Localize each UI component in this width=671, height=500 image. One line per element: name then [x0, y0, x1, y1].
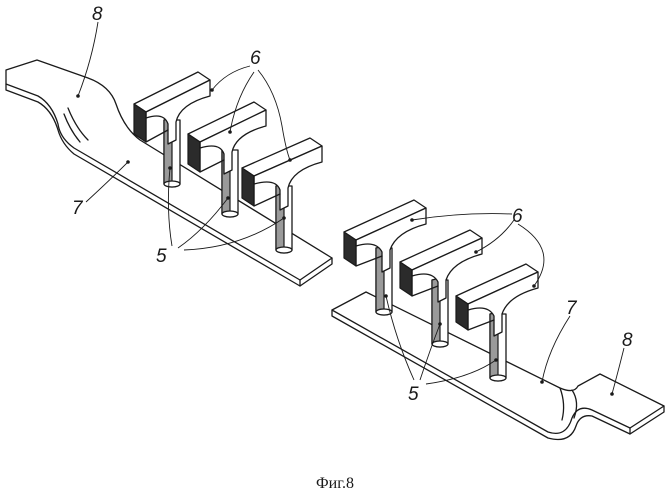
label-left-pins: 5 — [156, 246, 167, 267]
label-right-heads: 6 — [512, 206, 523, 227]
label-right-pins: 5 — [408, 384, 419, 405]
left-assembly — [6, 60, 332, 286]
label-left-strip: 7 — [72, 198, 84, 219]
left-head-3 — [242, 138, 322, 210]
label-right-strip: 7 — [566, 298, 578, 319]
label-left-bracket: 8 — [92, 4, 103, 25]
label-left-heads: 6 — [250, 48, 261, 69]
figure-caption: Фиг.8 — [316, 475, 354, 492]
right-head-3 — [456, 264, 538, 336]
right-assembly — [332, 200, 664, 440]
leader-lines — [76, 22, 624, 396]
label-right-bracket: 8 — [622, 330, 633, 351]
